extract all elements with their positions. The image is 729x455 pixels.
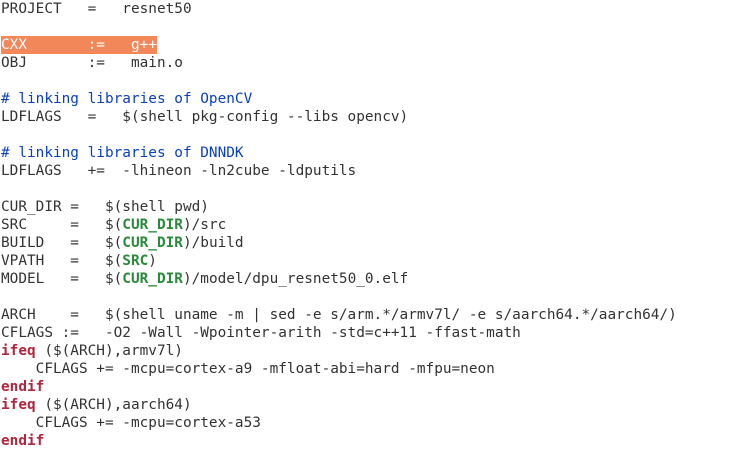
code-line[interactable]: ifeq ($(ARCH),armv7l) bbox=[1, 342, 727, 360]
line-content: endif bbox=[1, 432, 44, 450]
code-text: )/build bbox=[182, 235, 244, 251]
code-line[interactable]: ARCH = $(shell uname -m | sed -e s/arm.*… bbox=[1, 306, 727, 324]
code-line[interactable]: # linking libraries of DNNDK bbox=[1, 144, 727, 162]
comment-token: # linking libraries of OpenCV bbox=[1, 91, 253, 107]
line-content: BUILD = $(CUR_DIR)/build bbox=[1, 234, 244, 252]
code-text: ) bbox=[148, 253, 157, 269]
code-text: LDFLAGS += -lhineon -ln2cube -ldputils bbox=[1, 163, 357, 179]
code-text: BUILD = $( bbox=[1, 235, 123, 251]
code-text: PROJECT = resnet50 bbox=[1, 1, 192, 17]
code-line[interactable] bbox=[1, 180, 727, 198]
line-content: ARCH = $(shell uname -m | sed -e s/arm.*… bbox=[1, 306, 677, 324]
code-text: ($(ARCH),armv7l) bbox=[35, 343, 183, 359]
code-line[interactable]: SRC = $(CUR_DIR)/src bbox=[1, 216, 727, 234]
code-line[interactable] bbox=[1, 126, 727, 144]
code-line[interactable]: # linking libraries of OpenCV bbox=[1, 90, 727, 108]
code-line[interactable]: BUILD = $(CUR_DIR)/build bbox=[1, 234, 727, 252]
code-text: ($(ARCH),aarch64) bbox=[35, 397, 192, 413]
code-text: SRC = $( bbox=[1, 217, 123, 233]
code-line[interactable] bbox=[1, 18, 727, 36]
code-text: CFLAGS += -mcpu=cortex-a9 -mfloat-abi=ha… bbox=[1, 361, 495, 377]
code-line[interactable]: OBJ := main.o bbox=[1, 54, 727, 72]
code-line[interactable]: CFLAGS += -mcpu=cortex-a53 bbox=[1, 414, 727, 432]
line-content: endif bbox=[1, 378, 44, 396]
code-line[interactable]: ifeq ($(ARCH),aarch64) bbox=[1, 396, 727, 414]
line-content: LDFLAGS += -lhineon -ln2cube -ldputils bbox=[1, 162, 356, 180]
comment-token: # linking libraries of DNNDK bbox=[1, 145, 244, 161]
code-line[interactable]: CUR_DIR = $(shell pwd) bbox=[1, 198, 727, 216]
code-line[interactable]: endif bbox=[1, 432, 727, 450]
line-content: SRC = $(CUR_DIR)/src bbox=[1, 216, 226, 234]
code-line[interactable]: CFLAGS := -O2 -Wall -Wpointer-arith -std… bbox=[1, 324, 727, 342]
code-text: LDFLAGS = $(shell pkg-config --libs open… bbox=[1, 109, 409, 125]
code-line[interactable]: CFLAGS += -mcpu=cortex-a9 -mfloat-abi=ha… bbox=[1, 360, 727, 378]
line-content: ifeq ($(ARCH),armv7l) bbox=[1, 342, 183, 360]
code-line[interactable] bbox=[1, 72, 727, 90]
line-content: OBJ := main.o bbox=[1, 54, 183, 72]
variable-token: CUR_DIR bbox=[122, 235, 183, 251]
code-line[interactable]: CXX := g++ bbox=[1, 36, 727, 54]
line-content: # linking libraries of DNNDK bbox=[1, 144, 244, 162]
line-content: PROJECT = resnet50 bbox=[1, 0, 192, 18]
code-text: OBJ := main.o bbox=[1, 55, 183, 71]
line-content: ifeq ($(ARCH),aarch64) bbox=[1, 396, 192, 414]
line-content: CFLAGS += -mcpu=cortex-a53 bbox=[1, 414, 261, 432]
code-text: CFLAGS := -O2 -Wall -Wpointer-arith -std… bbox=[1, 325, 521, 341]
variable-token: CUR_DIR bbox=[122, 271, 183, 287]
line-content: CFLAGS += -mcpu=cortex-a9 -mfloat-abi=ha… bbox=[1, 360, 495, 378]
variable-token: SRC bbox=[122, 253, 149, 269]
code-text: CXX := g++ bbox=[1, 37, 157, 53]
line-content: CUR_DIR = $(shell pwd) bbox=[1, 198, 209, 216]
code-line[interactable] bbox=[1, 288, 727, 306]
code-line[interactable]: PROJECT = resnet50 bbox=[1, 0, 727, 18]
keyword-token: ifeq bbox=[1, 397, 36, 413]
variable-token: CUR_DIR bbox=[122, 217, 183, 233]
code-text: CUR_DIR = $(shell pwd) bbox=[1, 199, 209, 215]
code-line[interactable]: LDFLAGS += -lhineon -ln2cube -ldputils bbox=[1, 162, 727, 180]
code-line[interactable]: LDFLAGS = $(shell pkg-config --libs open… bbox=[1, 108, 727, 126]
code-text: MODEL = $( bbox=[1, 271, 123, 287]
code-text: CFLAGS += -mcpu=cortex-a53 bbox=[1, 415, 261, 431]
code-text: )/src bbox=[182, 217, 227, 233]
line-content: VPATH = $(SRC) bbox=[1, 252, 157, 270]
code-text: ARCH = $(shell uname -m | sed -e s/arm.*… bbox=[1, 307, 677, 323]
line-content: MODEL = $(CUR_DIR)/model/dpu_resnet50_0.… bbox=[1, 270, 408, 288]
code-line[interactable]: endif bbox=[1, 378, 727, 396]
line-content: LDFLAGS = $(shell pkg-config --libs open… bbox=[1, 108, 408, 126]
code-text: VPATH = $( bbox=[1, 253, 123, 269]
cursor-line-highlight: CXX := g++ bbox=[1, 36, 157, 54]
keyword-token: ifeq bbox=[1, 343, 36, 359]
line-content: # linking libraries of OpenCV bbox=[1, 90, 252, 108]
keyword-token: endif bbox=[1, 433, 45, 449]
code-text: )/model/dpu_resnet50_0.elf bbox=[182, 271, 409, 287]
keyword-token: endif bbox=[1, 379, 45, 395]
code-line[interactable]: MODEL = $(CUR_DIR)/model/dpu_resnet50_0.… bbox=[1, 270, 727, 288]
code-line[interactable]: VPATH = $(SRC) bbox=[1, 252, 727, 270]
line-content: CFLAGS := -O2 -Wall -Wpointer-arith -std… bbox=[1, 324, 521, 342]
